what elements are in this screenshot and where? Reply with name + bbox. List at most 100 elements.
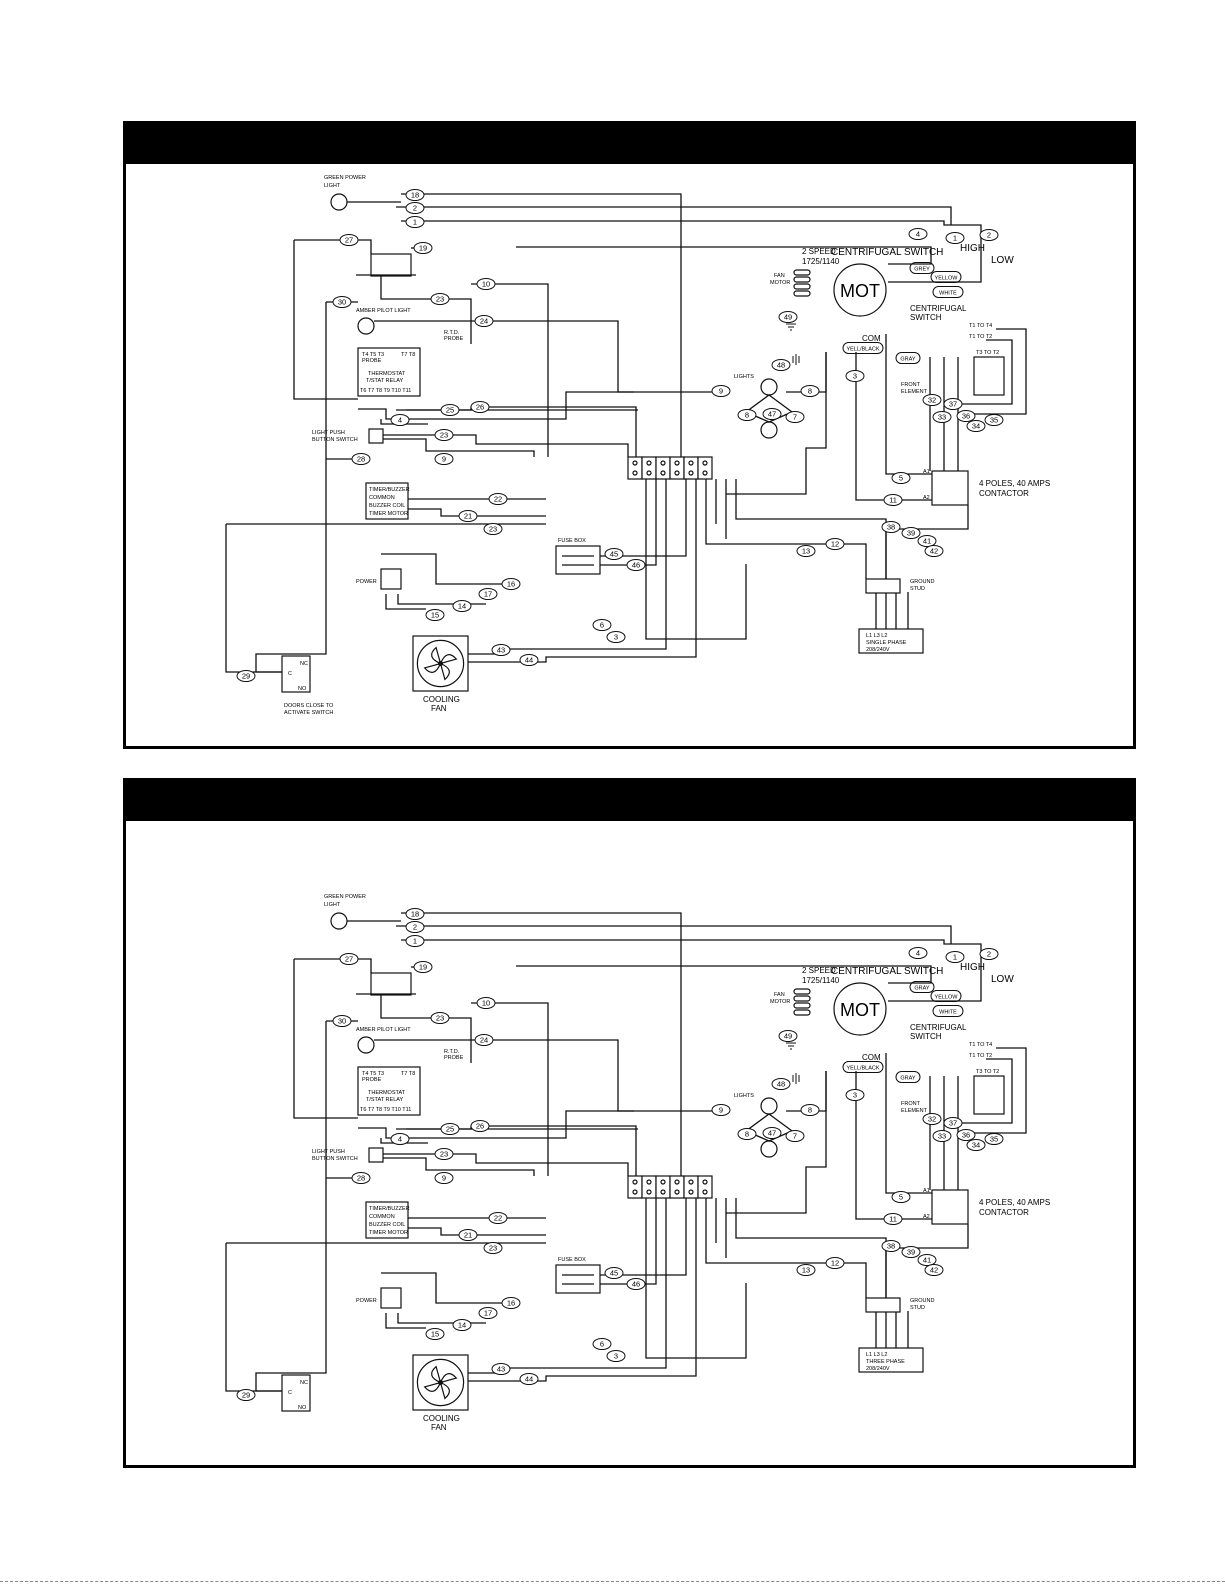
wire-number: 12 [831, 540, 839, 549]
wire-number-bubble [434, 453, 454, 465]
light-push-button-label: LIGHT PUSH [312, 1149, 345, 1155]
wire-number-bubble [474, 315, 494, 327]
wire [255, 1021, 327, 1392]
terminal-block-cell [627, 456, 643, 480]
low-speed-label: LOW [991, 974, 1014, 985]
light-bulb-bottom-icon [760, 421, 778, 439]
wire [293, 959, 358, 1119]
supply-phase-label: SINGLE PHASE [866, 640, 907, 646]
wire-number: 29 [242, 672, 250, 681]
wire [408, 1227, 546, 1236]
wire [225, 1243, 282, 1392]
wire-number: 46 [632, 1280, 640, 1289]
selector-switch-icon [370, 972, 412, 996]
terminal-screw [646, 1189, 652, 1195]
supply-terminal-block [865, 578, 901, 594]
supply-voltage-label: 208/240V [866, 1366, 890, 1372]
wire-number: 4 [916, 949, 920, 958]
wire-number-bubble [405, 189, 425, 201]
wire [381, 1272, 506, 1304]
door-switch-c: C [288, 671, 292, 677]
supply-terminal-block [865, 1297, 901, 1313]
door-switch-nc: NC [300, 661, 308, 667]
green-power-light-icon [330, 912, 348, 930]
wire-number-bubble [825, 538, 845, 550]
front-element-label-2: ELEMENT [901, 1108, 928, 1114]
wire-number: 19 [419, 244, 427, 253]
wire [516, 246, 932, 265]
amber-pilot-light-icon [357, 1036, 375, 1054]
terminal-block-cell [683, 1175, 699, 1199]
wire-number: 27 [345, 236, 353, 245]
wire-number: 23 [436, 295, 444, 304]
wire-number-bubble [458, 510, 478, 522]
wire [225, 524, 282, 673]
terminal-screw [688, 1179, 694, 1185]
green-power-light-label-2: LIGHT [324, 902, 341, 908]
wire-number-bubble [984, 414, 1004, 426]
door-switch-no: NO [298, 686, 307, 692]
wire-number-bubble [425, 1328, 445, 1340]
ground-stud-label: GROUND [910, 579, 934, 585]
wire-number-bubble [488, 1212, 508, 1224]
light-push-button-icon [368, 428, 384, 444]
wire-number-bubble [434, 429, 454, 441]
terminal-screw [660, 470, 666, 476]
wire-number-bubble [932, 411, 952, 423]
t1-t4-label: T1 TO T4 [969, 1042, 992, 1048]
wire-number: 36 [962, 1131, 970, 1140]
panel-header-bar [126, 124, 1133, 164]
cooling-fan-hub [438, 661, 443, 666]
wire [401, 939, 982, 1002]
wire-number-bubble [483, 1242, 503, 1254]
cooling-fan-blade [423, 1381, 442, 1392]
wire [396, 406, 637, 457]
wire-number-bubble [901, 527, 921, 539]
wire-number-bubble [413, 961, 433, 973]
wire-number: 38 [887, 523, 895, 532]
centrifugal-switch-right-label-2: SWITCH [910, 313, 942, 322]
wire [600, 1198, 657, 1285]
rtd-probe-label-2: PROBE [444, 1055, 464, 1061]
wire-number: 21 [464, 1231, 472, 1240]
yellow-lead: YELLOW [935, 276, 959, 282]
terminal-screw [660, 1179, 666, 1185]
cooling-fan-icon [412, 635, 469, 692]
wire-number-bubble [483, 523, 503, 535]
power-switch-label: POWER [356, 1298, 377, 1304]
wire-number: 39 [907, 1248, 915, 1257]
wire-number-bubble [922, 1113, 942, 1125]
wire-number-bubble [785, 1130, 805, 1142]
wire-number: 5 [899, 474, 903, 483]
white-lead: WHITE [939, 291, 957, 297]
two-speed-rpm-label: 1725/1140 [802, 257, 840, 266]
wire [408, 508, 546, 517]
wire [294, 239, 372, 254]
terminal-screw [702, 1189, 708, 1195]
wire [885, 334, 932, 475]
wire-number-bubble [908, 228, 928, 240]
wire-number: 25 [446, 1125, 454, 1134]
wire [294, 958, 372, 973]
timer-buzzer-motor: TIMER MOTOR [369, 511, 408, 517]
wire-number-bubble [434, 1148, 454, 1160]
motor-lead-tag [793, 988, 811, 995]
thermostat-terminals-top: T4 T5 T3 [362, 352, 384, 358]
door-switch-no: NO [298, 1405, 307, 1411]
terminal-screw [674, 460, 680, 466]
grey-lead: GRAY [914, 986, 930, 992]
light-bulb-top-icon [760, 378, 778, 396]
motor-lead-tag [793, 1002, 811, 1009]
wire [944, 1058, 1013, 1124]
wire-number-bubble [891, 1191, 911, 1203]
supply-voltage-label: 208/240V [866, 647, 890, 653]
wire-number-bubble [519, 654, 539, 666]
wire [397, 1313, 486, 1324]
wire-number: 1 [413, 937, 417, 946]
wire-number-bubble [924, 1264, 944, 1276]
wire-number: 8 [745, 1130, 749, 1139]
terminal-screw [632, 1179, 638, 1185]
ground-stud-label-2: STUD [910, 1305, 925, 1311]
wire [471, 283, 549, 457]
timer-buzzer-common: COMMON [369, 495, 395, 501]
